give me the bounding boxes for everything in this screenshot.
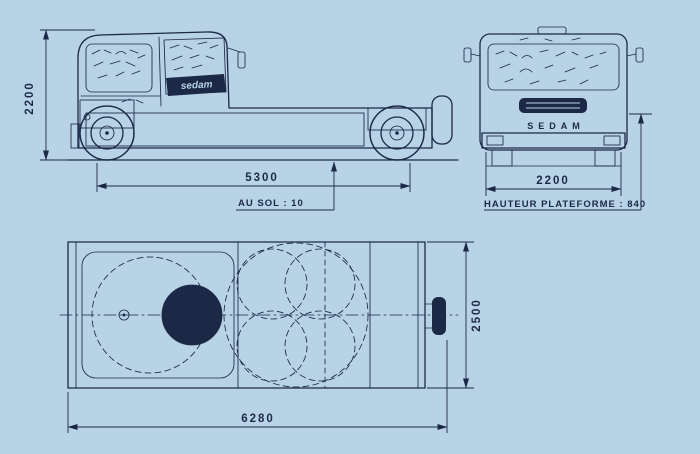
- side-door-line: [158, 36, 162, 107]
- side-ground-clearance-label: AU SOL : 10: [238, 198, 304, 209]
- rear-grille: [519, 98, 587, 113]
- rear-bumper: [481, 132, 626, 149]
- rear-right-light: [603, 135, 621, 146]
- plan-clearance-circles: [91, 242, 369, 388]
- side-rear-wheel: [369, 105, 425, 161]
- rear-right-mirror-arm: [626, 53, 637, 57]
- rear-left-mirror: [463, 47, 472, 63]
- plan-view-dimensions: 2500 6280: [67, 241, 483, 433]
- side-view-dimensions: 2200 5300 AU SOL : 10: [24, 29, 411, 211]
- side-front-wheel-arch: [79, 99, 135, 129]
- side-view: sedam: [67, 31, 459, 161]
- plan-engine-hatch: [161, 284, 223, 346]
- side-window-reflections: [91, 49, 146, 79]
- rear-left-mirror-arm: [470, 53, 481, 57]
- rear-width-dim: 2200: [536, 175, 570, 187]
- rear-view: SEDAM: [463, 26, 644, 167]
- rear-window-reflections: [495, 49, 607, 85]
- rear-right-mirror: [635, 47, 644, 63]
- side-door-marks: [121, 98, 144, 104]
- side-brand-text: sedam: [181, 79, 213, 92]
- side-front-wheel: [79, 105, 135, 161]
- rear-left-wheel: [491, 149, 513, 167]
- side-window: [85, 43, 153, 93]
- plan-pivot-circle: [118, 309, 130, 321]
- rear-roof-vent: [537, 26, 567, 35]
- rear-roof-marks: [519, 37, 581, 42]
- side-logo-band: [166, 74, 226, 96]
- plan-width-dim: 2500: [471, 298, 483, 332]
- side-spare-wheel: [431, 95, 453, 145]
- plan-length-dim: 6280: [241, 413, 275, 425]
- rear-window: [487, 43, 620, 91]
- rear-platform-height-label: HAUTEUR PLATEFORME : 840: [484, 199, 646, 210]
- rear-grille-slats: [526, 102, 580, 109]
- rear-view-dimensions: 2200 HAUTEUR PLATEFORME : 840: [484, 113, 652, 211]
- side-front-bumper: [70, 123, 80, 149]
- side-wheelbase-dim: 5300: [245, 172, 279, 184]
- side-height-dim: 2200: [24, 81, 36, 115]
- rear-right-wheel: [594, 149, 616, 167]
- plan-view: [59, 241, 459, 389]
- side-body-outline: [77, 31, 433, 149]
- side-mirror-arm: [227, 47, 241, 53]
- side-mirror: [237, 51, 246, 69]
- side-rear-wheel-arch: [367, 107, 427, 131]
- plan-pivot-dot: [122, 313, 126, 317]
- rear-left-light: [486, 135, 504, 146]
- side-windscreen-reflections: [169, 41, 219, 71]
- rear-brand-text: SEDAM: [527, 121, 585, 131]
- plan-spare-wheel: [432, 297, 446, 335]
- side-bed-panel: [85, 112, 365, 147]
